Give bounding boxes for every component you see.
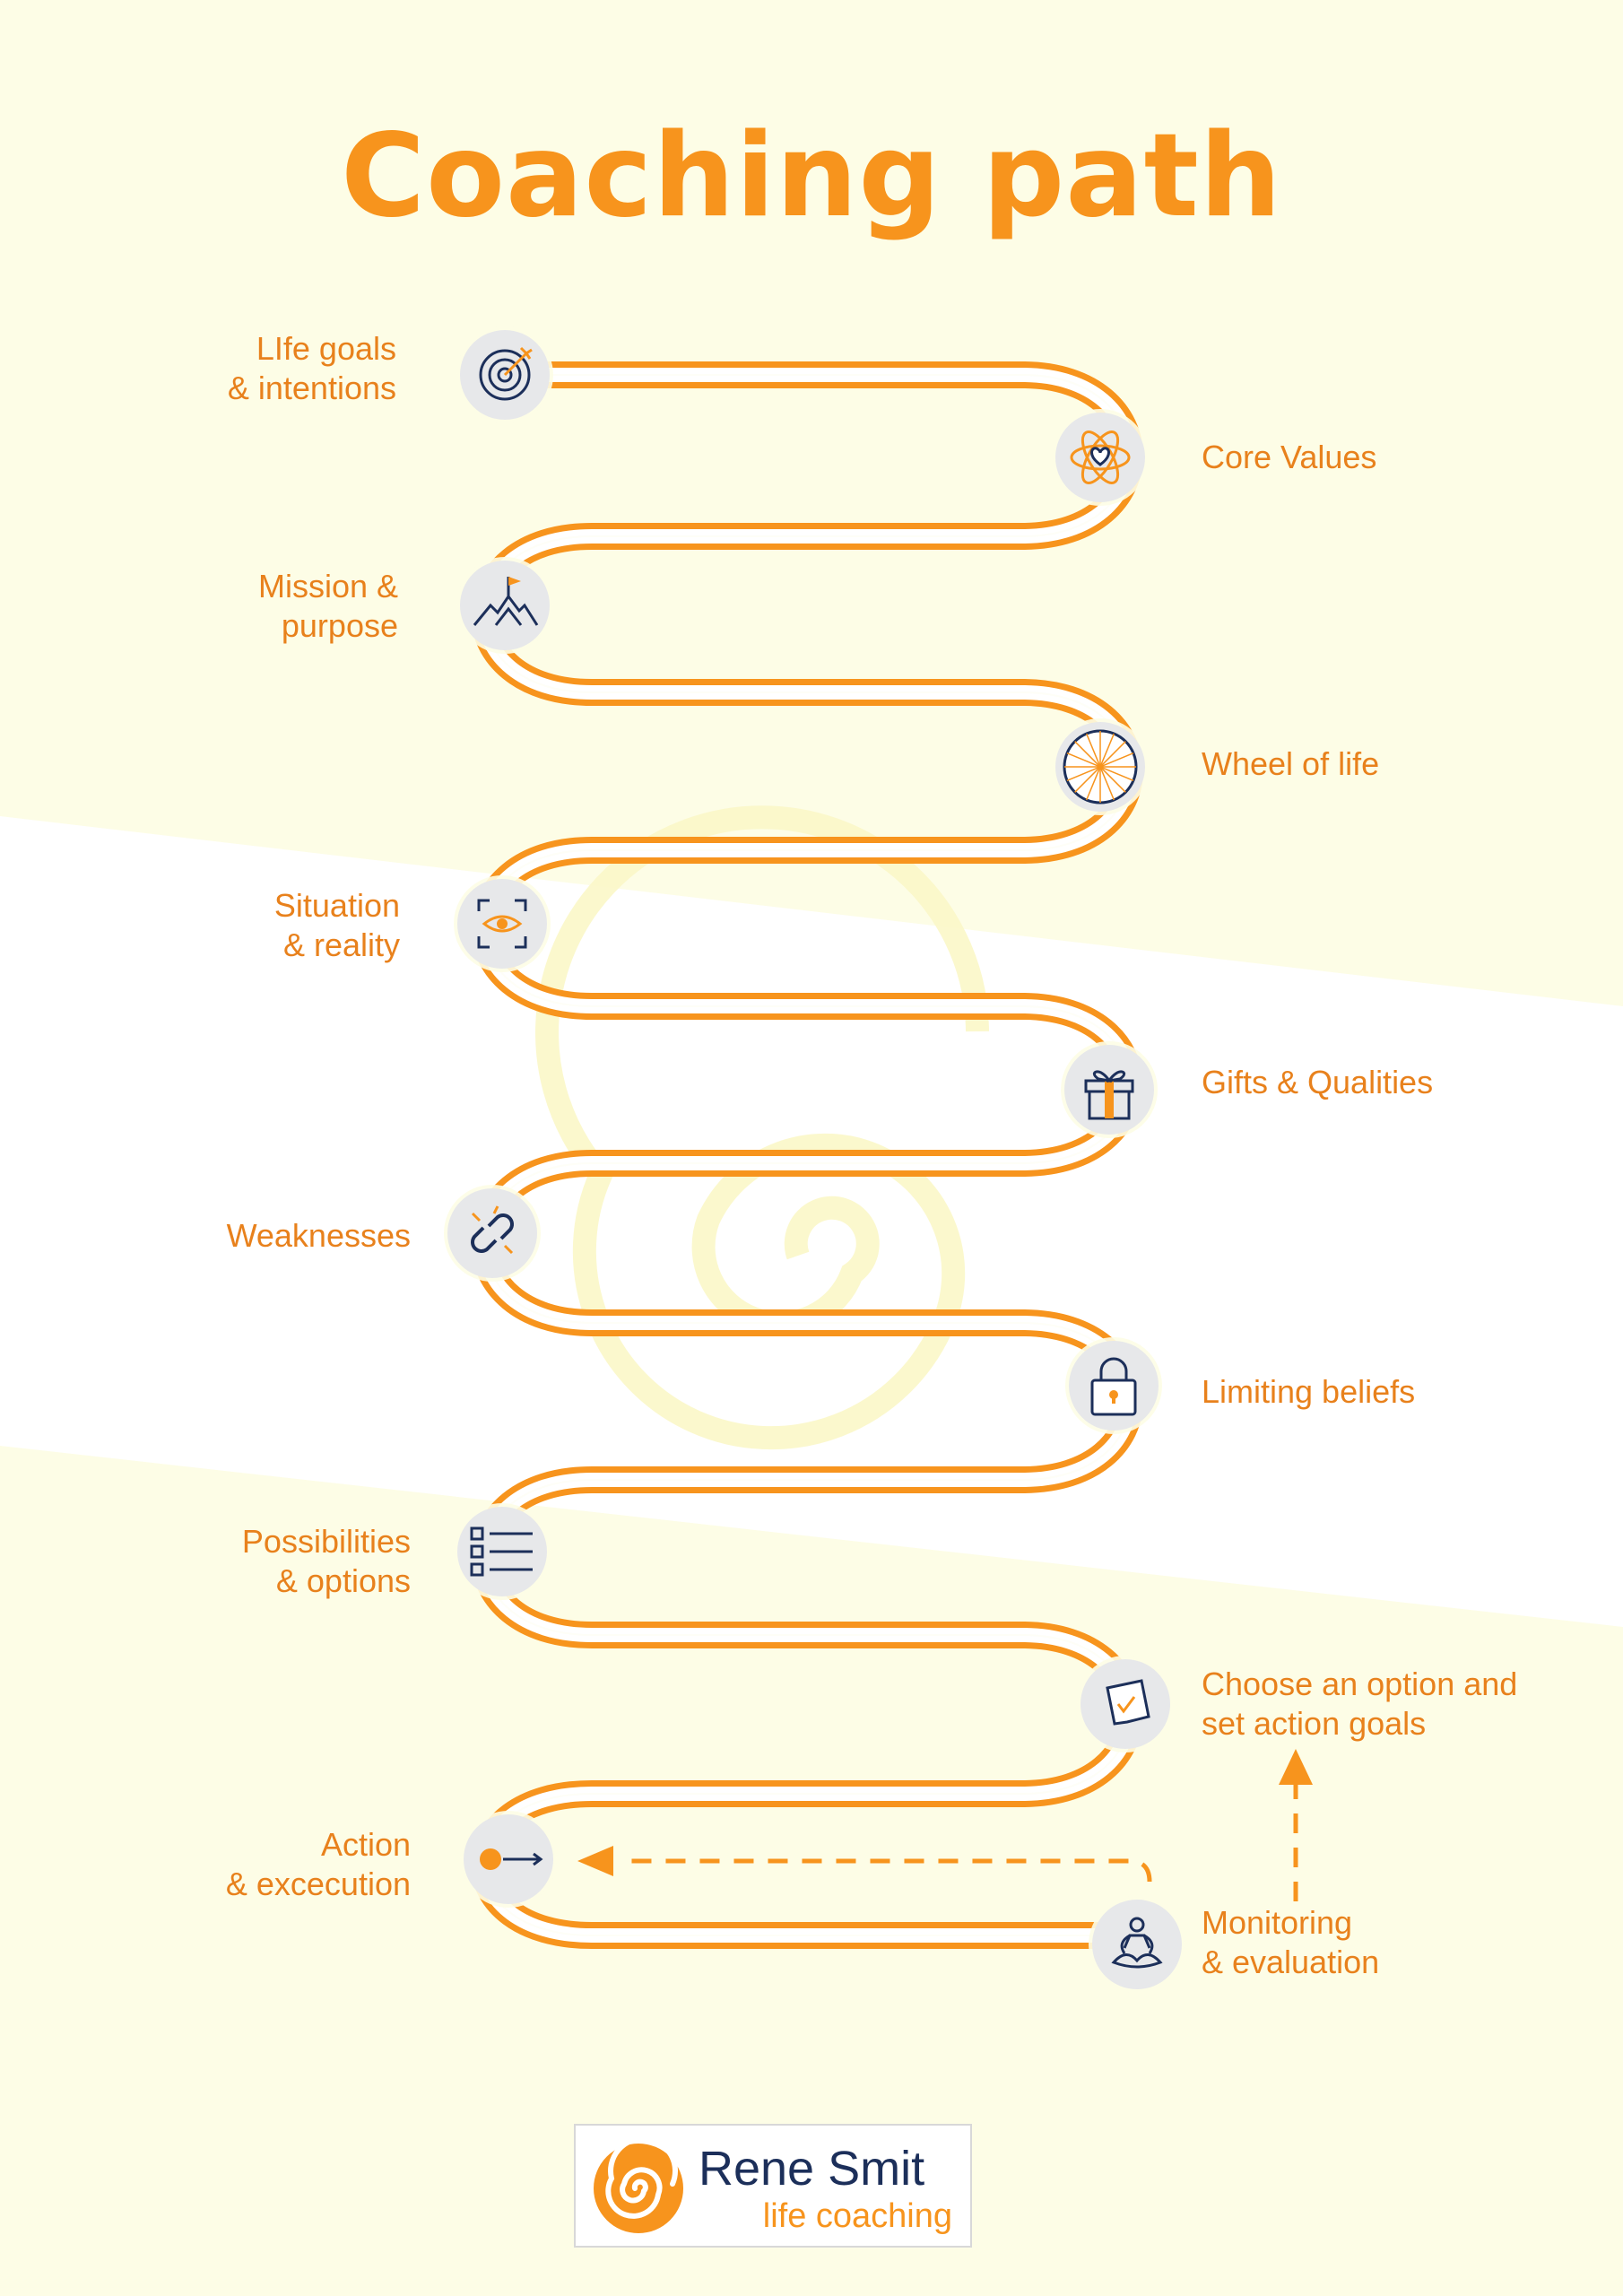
step-node-2 — [1052, 409, 1149, 506]
node-circle — [1092, 1900, 1182, 1989]
step-label-choose-option: Choose an option and set action goals — [1202, 1665, 1518, 1742]
page-title: Coaching path — [341, 109, 1282, 243]
step-label-action: Action & excecution — [225, 1826, 411, 1902]
gift-icon — [1084, 1070, 1134, 1120]
step-label-limiting-beliefs: Limiting beliefs — [1202, 1373, 1416, 1410]
spiral-icon — [594, 2142, 683, 2233]
target-icon — [479, 346, 533, 401]
step-node-8 — [1065, 1337, 1162, 1434]
meditation-icon — [1111, 1917, 1163, 1969]
dot-arrow-icon — [480, 1848, 543, 1870]
note-check-icon — [1106, 1679, 1150, 1726]
step-node-4 — [1052, 718, 1149, 815]
brand-subtitle: life coaching — [762, 2197, 952, 2235]
node-circle — [460, 561, 550, 650]
winding-path — [471, 361, 1143, 1949]
step-label-gifts: Gifts & Qualities — [1202, 1064, 1434, 1100]
brand-logo: Rene Smit life coaching — [574, 2124, 972, 2248]
eye-focus-icon — [477, 899, 527, 949]
mountain-flag-icon — [473, 577, 539, 626]
arrowhead-up-icon — [1279, 1749, 1313, 1785]
step-label-weaknesses: Weaknesses — [226, 1217, 411, 1254]
broken-link-icon — [471, 1205, 514, 1255]
step-label-mission: Mission & purpose — [257, 568, 398, 644]
step-label-core-values: Core Values — [1202, 439, 1377, 475]
step-label-situation: Situation & reality — [273, 887, 400, 963]
dashed-arrow-to-action — [619, 1858, 1152, 1883]
feedback-arrows — [577, 1749, 1313, 1901]
node-circle — [447, 1188, 537, 1278]
step-node-10 — [1077, 1656, 1174, 1752]
step-node-6 — [1061, 1041, 1158, 1138]
step-label-wheel-of-life: Wheel of life — [1202, 745, 1380, 782]
step-node-5 — [454, 875, 551, 972]
step-node-3 — [456, 557, 553, 654]
step-node-9 — [454, 1503, 551, 1600]
step-node-7 — [444, 1185, 541, 1282]
step-node-12 — [1089, 1896, 1185, 1993]
path-outer — [471, 361, 1143, 1949]
step-label-monitoring: Monitoring & evaluation — [1202, 1904, 1380, 1980]
arrowhead-left-icon — [577, 1846, 613, 1876]
step-label-possibilities: Possibilities & options — [241, 1523, 411, 1599]
padlock-icon — [1090, 1357, 1137, 1416]
brand-name: Rene Smit — [699, 2142, 925, 2196]
wheel-icon — [1063, 729, 1138, 804]
step-node-1 — [456, 326, 553, 423]
checklist-icon — [470, 1526, 533, 1577]
step-label-life-goals: LIfe goals & intentions — [227, 330, 396, 406]
atom-heart-icon — [1070, 430, 1131, 484]
step-node-11 — [460, 1811, 557, 1908]
